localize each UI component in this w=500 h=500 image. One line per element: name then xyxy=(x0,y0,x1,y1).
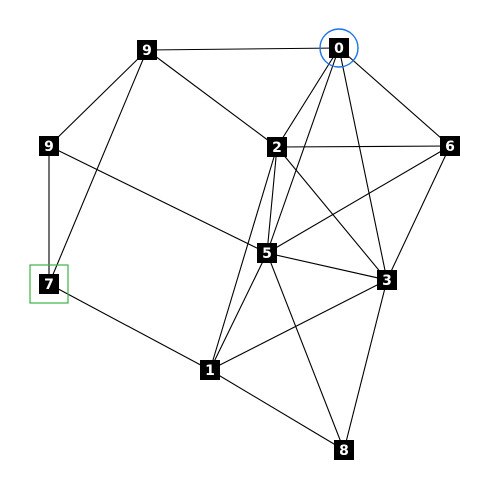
node-label: 3 xyxy=(382,273,392,289)
node-box xyxy=(377,270,397,290)
edge-n0-n5 xyxy=(266,47,340,254)
edge-n2-n1 xyxy=(209,146,278,371)
edge-n0-n6 xyxy=(338,47,451,147)
node-label: 5 xyxy=(262,246,272,262)
node-box xyxy=(39,274,59,294)
edge-n1-n8 xyxy=(209,369,345,451)
node-n3: 3 xyxy=(377,270,397,290)
node-n7: 7 xyxy=(39,274,59,294)
node-n0: 0 xyxy=(329,38,349,58)
edge-n6-n5 xyxy=(266,145,451,254)
node-n2: 2 xyxy=(267,137,287,157)
edge-n0-n2 xyxy=(276,47,340,148)
node-box xyxy=(137,40,157,60)
node-n1: 1 xyxy=(200,360,220,380)
edge-n5-n1 xyxy=(209,252,268,371)
node-n8: 8 xyxy=(334,440,354,460)
node-n9b: 9 xyxy=(39,136,59,156)
edge-n9a-n2 xyxy=(146,49,278,148)
node-label: 9 xyxy=(142,43,152,59)
node-box xyxy=(329,38,349,58)
edge-n9b-n5 xyxy=(48,145,268,254)
edge-n5-n8 xyxy=(266,252,345,451)
highlight-square xyxy=(29,264,69,304)
node-n9a: 9 xyxy=(137,40,157,60)
edge-n2-n6 xyxy=(276,145,451,148)
edge-n6-n3 xyxy=(386,145,451,281)
node-label: 9 xyxy=(44,139,54,155)
edge-n3-n1 xyxy=(209,279,388,371)
edge-n2-n3 xyxy=(276,146,388,281)
node-box xyxy=(267,137,287,157)
node-box xyxy=(257,243,277,263)
edge-n0-n3 xyxy=(338,47,388,281)
node-label: 2 xyxy=(272,140,282,156)
edge-n5-n3 xyxy=(266,252,388,281)
node-label: 7 xyxy=(44,277,54,293)
edge-n9a-n7 xyxy=(48,49,148,285)
node-box xyxy=(200,360,220,380)
node-label: 1 xyxy=(205,363,215,379)
node-n6: 6 xyxy=(440,136,460,156)
edge-n3-n8 xyxy=(343,279,388,451)
node-label: 6 xyxy=(445,139,455,155)
edge-n7-n1 xyxy=(48,283,211,371)
node-box xyxy=(334,440,354,460)
node-n5: 5 xyxy=(257,243,277,263)
edge-n9a-n0 xyxy=(146,47,340,51)
edge-n9a-n9b xyxy=(48,49,148,147)
highlight-circle xyxy=(319,28,359,68)
node-box xyxy=(440,136,460,156)
node-label: 0 xyxy=(334,41,344,57)
edge-n2-n5 xyxy=(266,146,278,254)
node-box xyxy=(39,136,59,156)
node-label: 8 xyxy=(339,443,349,459)
